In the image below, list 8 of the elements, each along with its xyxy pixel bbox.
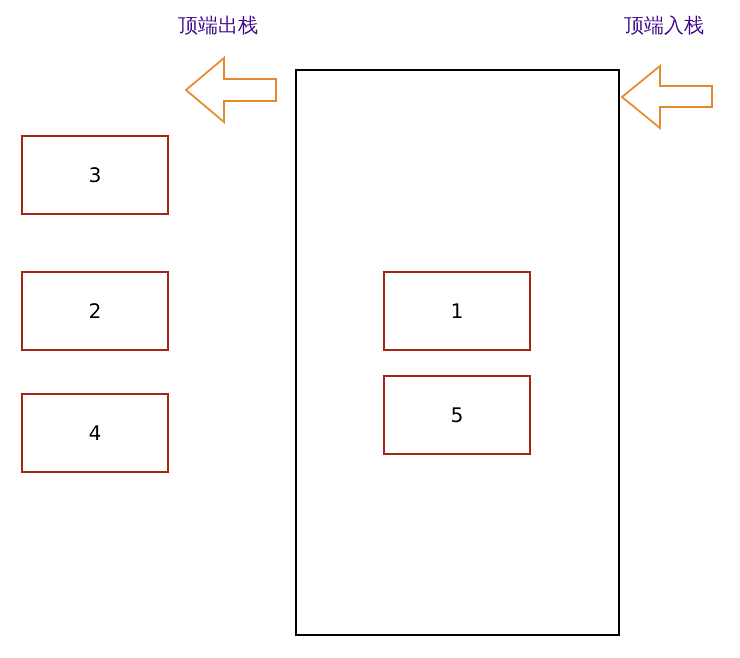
item-box: 1 [383, 271, 531, 351]
heading-text: 顶端入栈 [624, 12, 704, 39]
stack-box [295, 69, 620, 636]
heading-text: 顶端出栈 [178, 12, 258, 39]
item-box: 3 [21, 135, 169, 215]
item-box: 2 [21, 271, 169, 351]
item-box: 4 [21, 393, 169, 473]
item-box: 5 [383, 375, 531, 455]
